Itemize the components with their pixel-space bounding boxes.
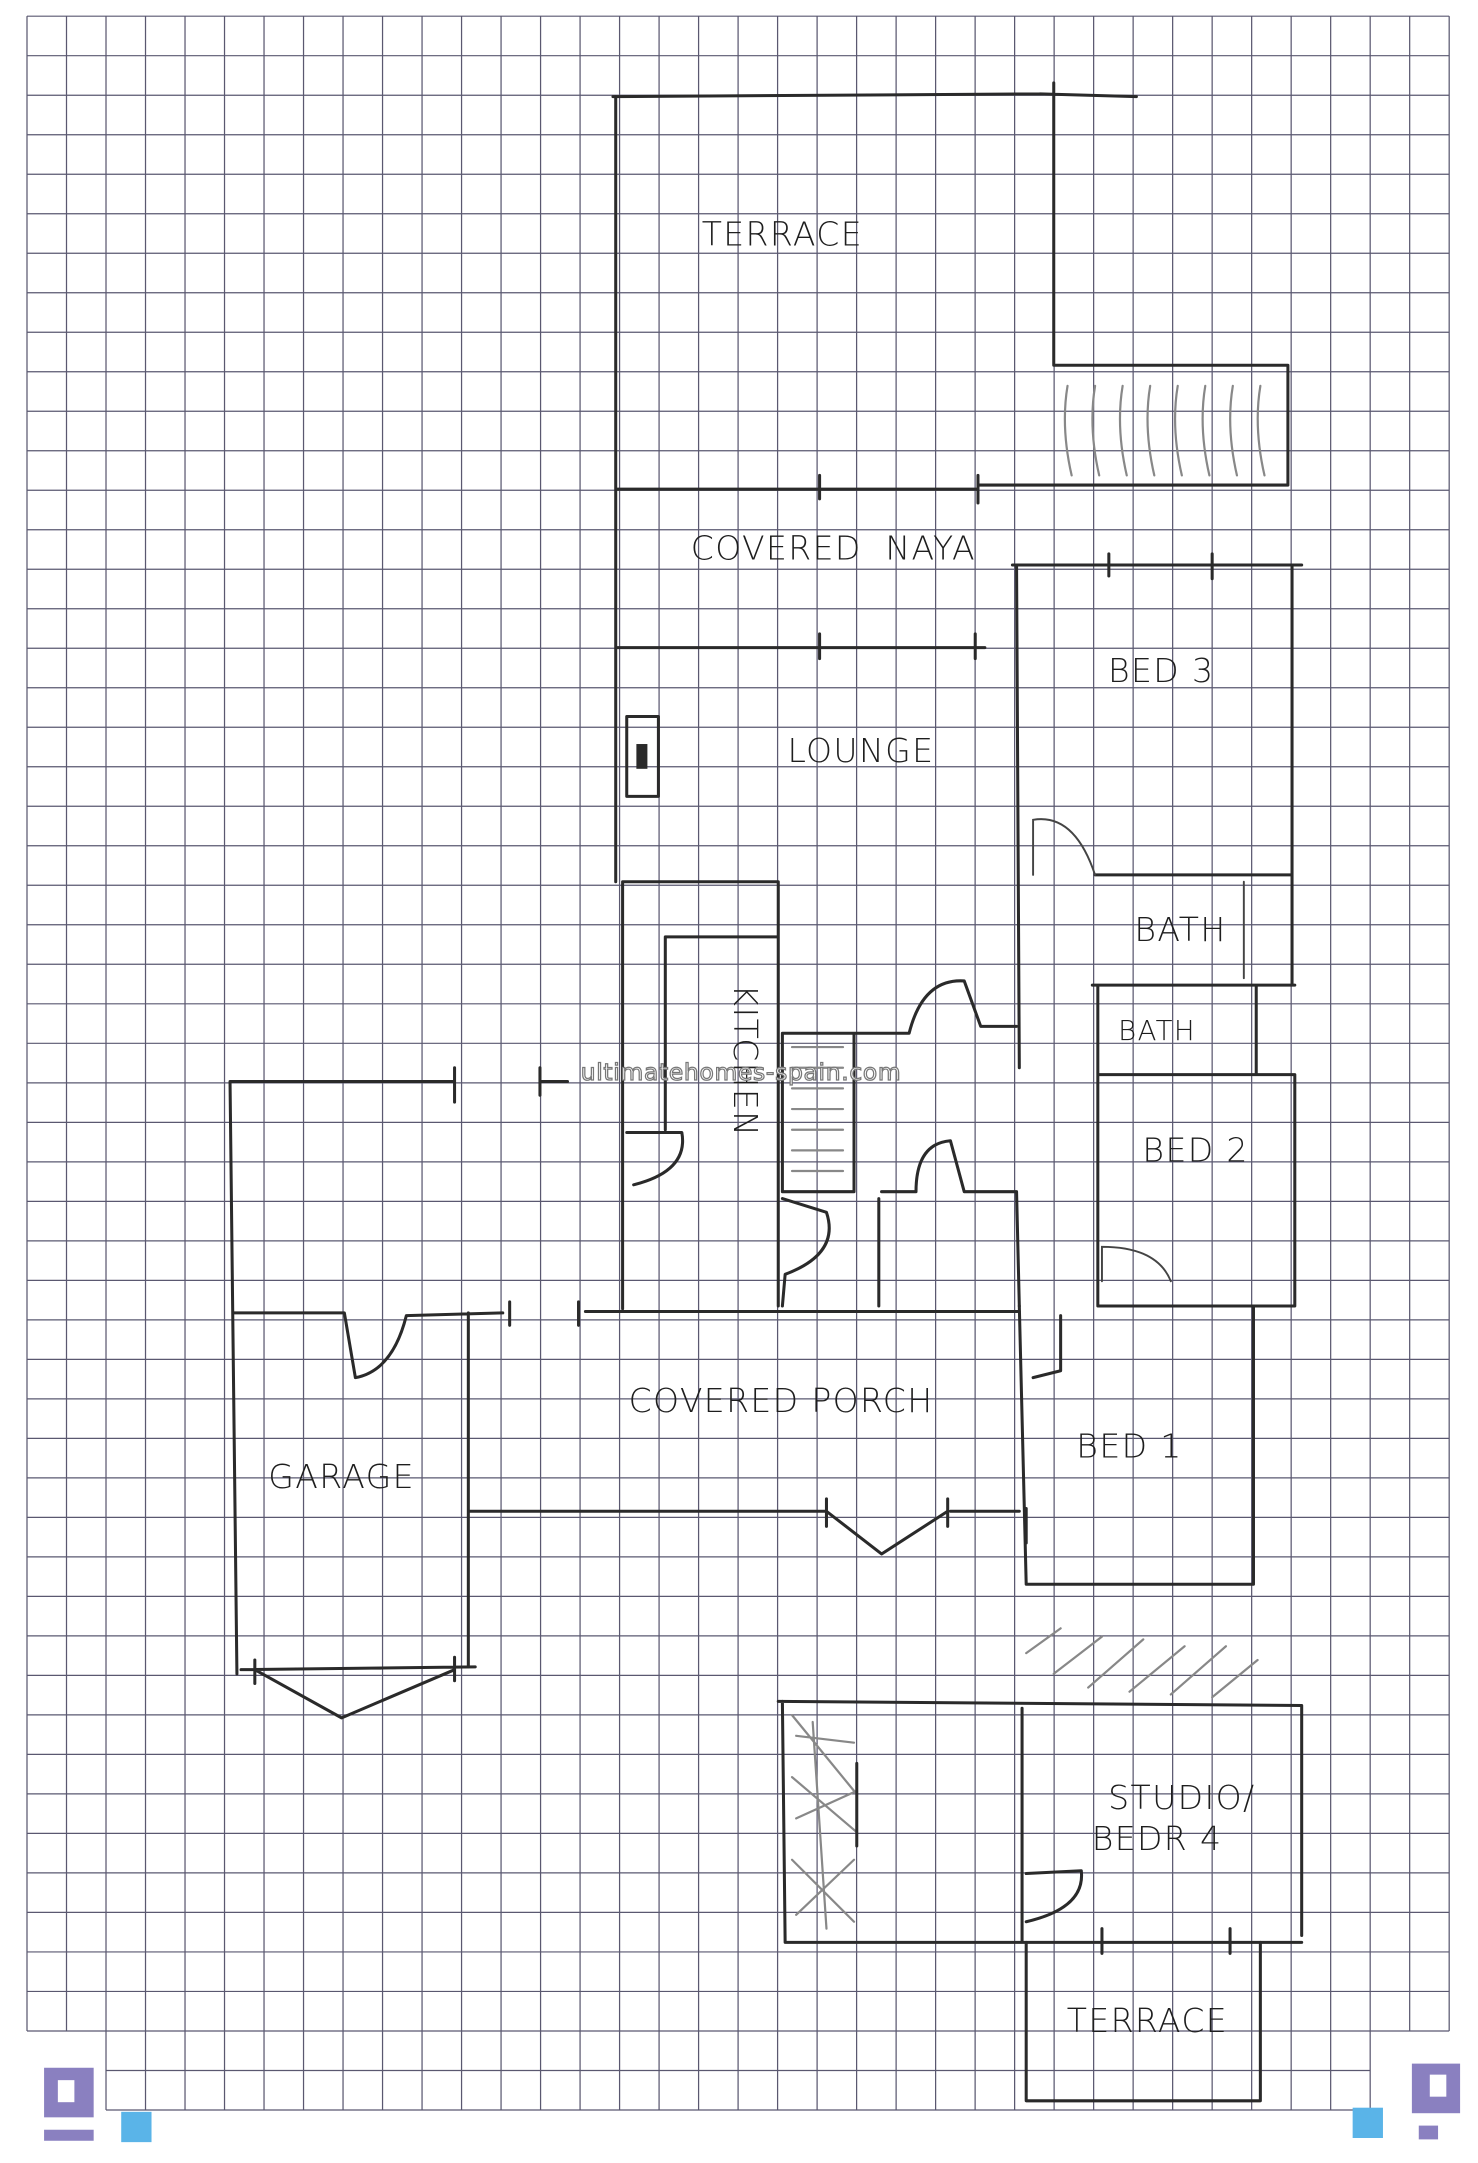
label-bath-upper: BATH [1134,910,1226,949]
label-garage: GARAGE [268,1457,415,1496]
label-studio: STUDIO/ [1108,1778,1255,1817]
label-bed-2: BED 2 [1142,1130,1248,1169]
corner-bar-right [1418,2125,1439,2140]
room-labels: TERRACE COVERED NAYA BED 3 LOUNGE BATH B… [268,214,1255,2040]
fireplace [625,714,660,798]
label-bed-4: BEDR 4 [1092,1819,1223,1858]
walls [228,81,1304,2103]
corner-square-left-blue [121,2111,152,2143]
label-terrace-bottom: TERRACE [1067,2001,1228,2040]
corner-bar-left [44,2129,94,2141]
corner-mark-right-notch [1429,2074,1447,2097]
fireplace-insert [636,744,648,769]
label-bath-lower: BATH [1118,1015,1196,1047]
label-covered-naya: COVERED NAYA [691,528,976,567]
corner-square-right-blue [1352,2107,1383,2139]
label-kitchen: KITCHEN [726,984,765,1137]
label-covered-porch: COVERED PORCH [629,1381,934,1420]
corner-mark-left-notch [57,2080,75,2103]
label-bed-1: BED 1 [1076,1427,1182,1466]
label-lounge: LOUNGE [787,731,934,770]
watermark: ultimatehomes-spain.com [581,1058,902,1086]
label-bed-3: BED 3 [1108,651,1214,690]
label-terrace-top: TERRACE [702,214,863,253]
graph-paper-grid [26,15,1450,2111]
